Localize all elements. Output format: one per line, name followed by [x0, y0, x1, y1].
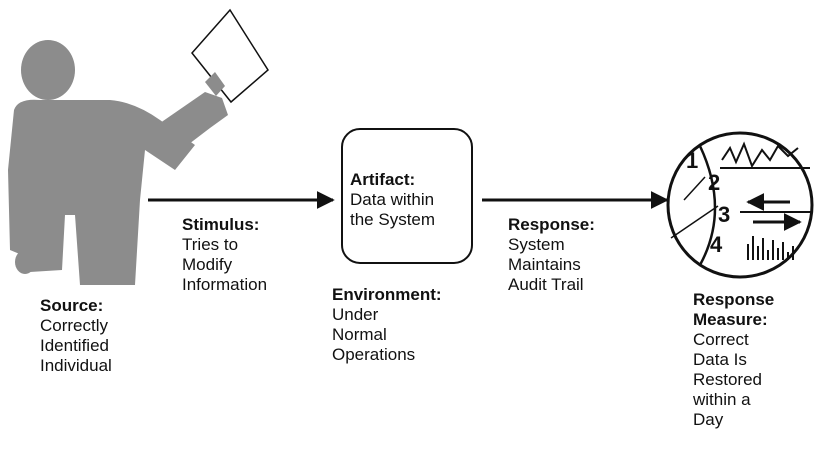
source-label: Source: Correctly Identified Individual [40, 296, 112, 376]
gauge-number-3: 3 [718, 202, 730, 227]
gauge-number-1: 1 [686, 148, 698, 173]
response-measure-heading: Measure: [693, 310, 768, 329]
artifact-box [341, 128, 473, 264]
source-line: Individual [40, 356, 112, 375]
source-line: Correctly [40, 316, 109, 335]
gauge-number-4: 4 [710, 232, 723, 257]
source-heading: Source: [40, 296, 104, 315]
person-figure-icon [8, 40, 228, 285]
stimulus-line: Tries to [182, 235, 239, 254]
response-measure-line: Restored [693, 370, 762, 389]
artifact-label: Artifact: Data within the System [350, 170, 435, 230]
response-measure-label: Response Measure: Correct Data Is Restor… [693, 290, 774, 430]
response-heading: Response: [508, 215, 595, 234]
environment-line: Normal [332, 325, 387, 344]
environment-heading: Environment: [332, 285, 442, 304]
response-measure-heading: Response [693, 290, 775, 309]
artifact-line: Data within [350, 190, 435, 209]
response-measure-line: Correct [693, 330, 749, 349]
response-measure-line: Data Is [693, 350, 747, 369]
artifact-heading: Artifact: [350, 170, 416, 189]
response-line: Maintains [508, 255, 581, 274]
environment-label: Environment: Under Normal Operations [332, 285, 442, 365]
response-measure-line: within a [693, 390, 751, 409]
source-line: Identified [40, 336, 109, 355]
environment-line: Under [332, 305, 379, 324]
response-line: System [508, 235, 565, 254]
response-label: Response: System Maintains Audit Trail [508, 215, 595, 295]
stimulus-heading: Stimulus: [182, 215, 260, 234]
stimulus-line: Modify [182, 255, 233, 274]
paper-sheet-icon [191, 8, 269, 104]
environment-line: Operations [332, 345, 416, 364]
gauge-number-2: 2 [708, 170, 720, 195]
gauge-icon: 1 2 3 4 [666, 131, 814, 279]
artifact-line: the System [350, 210, 436, 229]
response-line: Audit Trail [508, 275, 584, 294]
response-measure-line: Day [693, 410, 724, 429]
stimulus-label: Stimulus: Tries to Modify Information [182, 215, 267, 295]
stimulus-line: Information [182, 275, 268, 294]
